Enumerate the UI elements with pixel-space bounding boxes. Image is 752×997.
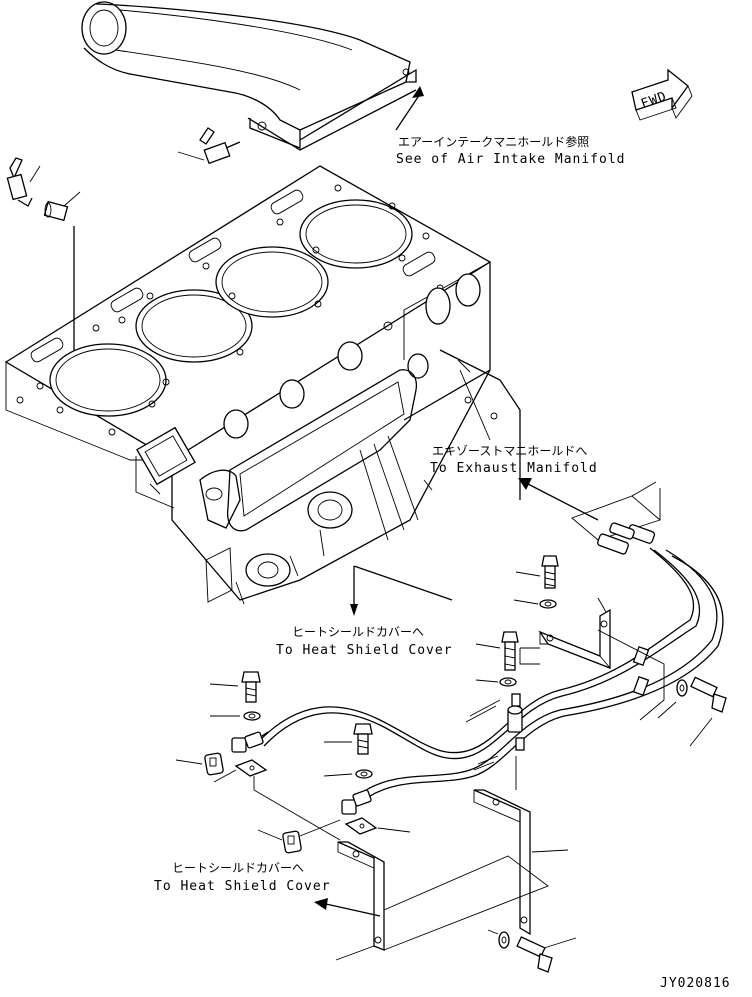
air-intake-label-jp: エアーインテークマニホールド参照 xyxy=(398,134,589,149)
connector-left-2 xyxy=(175,752,224,776)
washer-left-1 xyxy=(210,711,261,721)
fwd-arrow-icon: FWD xyxy=(631,68,693,121)
washer-upper-1 xyxy=(513,599,557,609)
heat-shield-callout-lower: ヒートシールドカバーへ To Heat Shield Cover xyxy=(154,861,381,917)
connector-left-4 xyxy=(257,829,302,854)
exhaust-callout: エキゾーストマニホールドへ To Exhaust Manifold xyxy=(430,444,599,521)
connector-left-1 xyxy=(231,731,269,753)
bolt-left-2 xyxy=(324,723,373,755)
washer-upper-2 xyxy=(475,677,517,687)
heat-shield-upper-label-jp: ヒートシールドカバーへ xyxy=(292,625,424,639)
washer-right xyxy=(676,679,688,697)
heat-shield-lower-label-jp: ヒートシールドカバーへ xyxy=(172,861,304,875)
bolt-upper-1 xyxy=(515,555,559,589)
exhaust-label-en: To Exhaust Manifold xyxy=(430,461,598,476)
heat-shield-box-lower xyxy=(383,855,549,951)
heat-shield-lower-label-en: To Heat Shield Cover xyxy=(154,879,331,894)
connector-left-3 xyxy=(341,789,372,815)
washer-left-2 xyxy=(323,769,373,779)
cylinder-block xyxy=(4,165,521,605)
washer-lower xyxy=(498,931,510,949)
temperature-sensor xyxy=(6,157,41,207)
upper-bracket xyxy=(519,597,665,721)
air-intake-manifold xyxy=(81,1,417,165)
lower-bracket-left xyxy=(335,841,385,961)
lower-bracket-right xyxy=(473,756,569,936)
sensor-harness xyxy=(259,481,724,797)
exhaust-label-jp: エキゾーストマニホールドへ xyxy=(432,444,587,458)
bolt-lower xyxy=(487,929,577,973)
bolt-upper-2 xyxy=(475,631,519,671)
heat-shield-callout-upper: ヒートシールドカバーへ To Heat Shield Cover xyxy=(276,565,453,658)
clip-left-1 xyxy=(213,759,341,841)
clip-left-2 xyxy=(299,817,411,837)
air-intake-callout: エアーインテークマニホールド参照 See of Air Intake Manif… xyxy=(395,86,626,167)
heat-shield-upper-label-en: To Heat Shield Cover xyxy=(276,643,453,658)
bolt-left-1 xyxy=(209,671,261,703)
drawing-id: JY020816 xyxy=(660,976,731,991)
air-intake-label-en: See of Air Intake Manifold xyxy=(396,152,626,167)
bolt-right xyxy=(657,676,727,747)
